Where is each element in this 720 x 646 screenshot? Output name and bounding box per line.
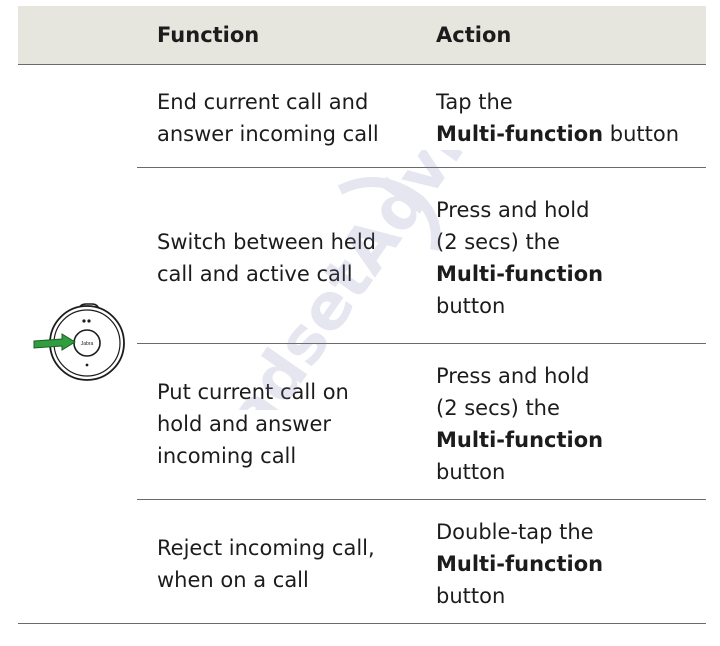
table-header: Function Action — [18, 6, 706, 65]
row-4-action: Double-tap the Multi-function button — [436, 516, 706, 612]
row-2-function-line-2: call and active call — [157, 262, 353, 286]
row-3-function: Put current call on hold and answer inco… — [157, 376, 417, 472]
row-1-action-line-2: Multi-function button — [436, 122, 680, 146]
row-3-action-line-2: (2 secs) the — [436, 396, 560, 420]
row-2-function: Switch between held call and active call — [157, 226, 417, 290]
row-3-action-line-1: Press and hold — [436, 364, 590, 388]
row-1-function-line-1: End current call and — [157, 90, 369, 114]
row-4-function-line-1: Reject incoming call, — [157, 536, 375, 560]
header-divider — [18, 64, 706, 65]
row-3-function-line-1: Put current call on — [157, 380, 349, 404]
row-1-action-line-1: Tap the — [436, 90, 513, 114]
column-header-action: Action — [436, 23, 512, 47]
table-bottom-border — [18, 623, 706, 624]
column-header-function: Function — [157, 23, 260, 47]
row-4-action-line-1: Double-tap the — [436, 520, 594, 544]
row-2-action-line-1: Press and hold — [436, 198, 590, 222]
row-2-action: Press and hold (2 secs) the Multi-functi… — [436, 194, 706, 322]
row-2-action-line-2: (2 secs) the — [436, 230, 560, 254]
row-1-function-line-2: answer incoming call — [157, 122, 379, 146]
row-2-action-line-3: Multi-function — [436, 262, 604, 286]
row-4-action-line-3: button — [436, 584, 506, 608]
headset-multifunction-button-icon: Jabra — [28, 300, 128, 390]
row-divider — [137, 499, 706, 500]
row-3-action-line-3: Multi-function — [436, 428, 604, 452]
row-1-action: Tap the Multi-function button — [436, 86, 706, 150]
device-brand-text: Jabra — [81, 341, 94, 347]
row-4-action-line-2: Multi-function — [436, 552, 604, 576]
row-3-action-line-4: button — [436, 460, 506, 484]
row-3-function-line-3: incoming call — [157, 444, 297, 468]
row-4-function: Reject incoming call, when on a call — [157, 532, 417, 596]
row-divider — [137, 167, 706, 168]
row-4-function-line-2: when on a call — [157, 568, 309, 592]
row-divider — [137, 343, 706, 344]
row-3-function-line-2: hold and answer — [157, 412, 332, 436]
row-2-action-line-4: button — [436, 294, 506, 318]
row-1-function: End current call and answer incoming cal… — [157, 86, 417, 150]
row-3-action: Press and hold (2 secs) the Multi-functi… — [436, 360, 706, 488]
row-2-function-line-1: Switch between held — [157, 230, 376, 254]
